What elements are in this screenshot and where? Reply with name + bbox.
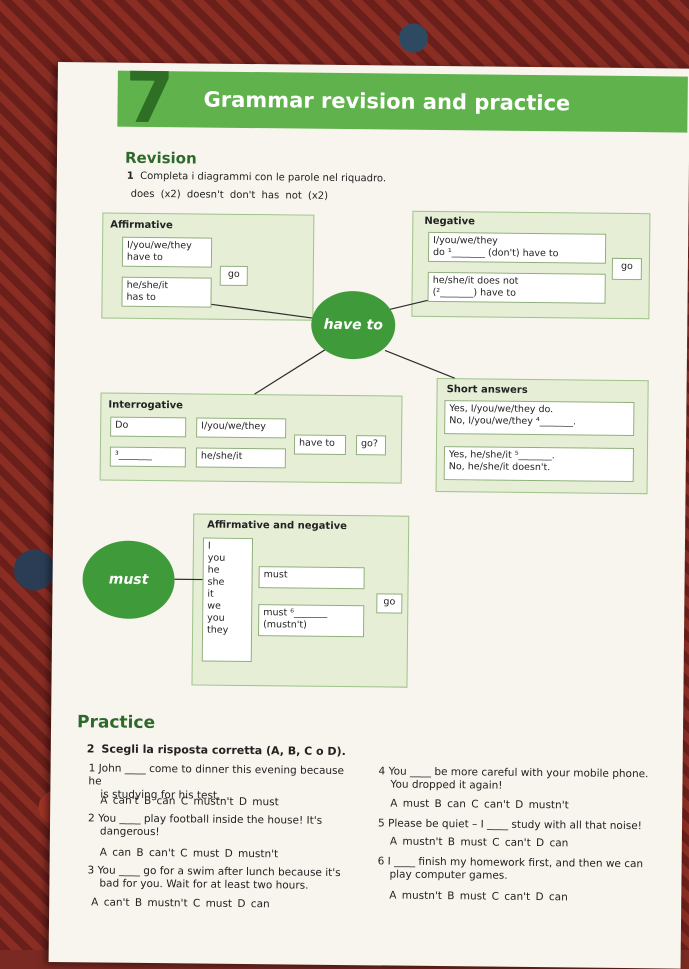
question-5: 5 Please be quiet – I ____ study with al… (378, 817, 678, 833)
subject-he: he (208, 565, 248, 577)
must-negative-box: must ⁶_______ (mustn't) (258, 604, 364, 637)
must-negative-blank: must ⁶_______ (263, 607, 359, 620)
subject-you: you (208, 553, 248, 565)
subject-they: they (207, 625, 247, 637)
subject-it: it (207, 589, 247, 601)
question-3: 3 You ____ go for a swim after lunch bec… (87, 864, 367, 893)
must-connector (51, 62, 689, 719)
must-subjects-box: I you he she it we you they (202, 538, 253, 663)
textbook-page: 7 Grammar revision and practice Revision… (49, 62, 689, 969)
exercise-2-instruction: 2 Scegli la risposta corretta (A, B, C o… (87, 742, 346, 758)
question-1-text: 1 John ____ come to dinner this evening … (88, 762, 358, 791)
subject-she: she (207, 577, 247, 589)
question-4: 4 You ____ be more careful with your mob… (378, 765, 678, 794)
question-1-options: A can't B can C mustn't D must (100, 794, 279, 808)
question-6-options: A mustn't B must C can't D can (389, 890, 568, 904)
question-4-options: A must B can C can't D mustn't (390, 798, 569, 812)
must-go-box: go (376, 593, 402, 613)
must-affirmative-box: must (259, 566, 365, 589)
question-5-text: 5 Please be quiet – I ____ study with al… (378, 817, 678, 833)
question-5-options: A mustn't B must C can't D can (390, 836, 569, 850)
must-negative-contraction: (mustn't) (263, 619, 359, 632)
subject-we: we (207, 601, 247, 613)
practice-heading: Practice (77, 712, 155, 733)
question-3-options: A can't B mustn't C must D can (91, 896, 270, 910)
exercise-2-number: 2 (87, 742, 95, 755)
question-2: 2 You ____ play football inside the hous… (88, 812, 358, 841)
question-6: 6 I ____ finish my homework first, and t… (377, 855, 677, 884)
subject-you-plural: you (207, 613, 247, 625)
exercise-2-text: Scegli la risposta corretta (A, B, C o D… (101, 742, 345, 758)
question-2-options: A can B can't C must D mustn't (100, 846, 279, 860)
subject-i: I (208, 541, 248, 553)
